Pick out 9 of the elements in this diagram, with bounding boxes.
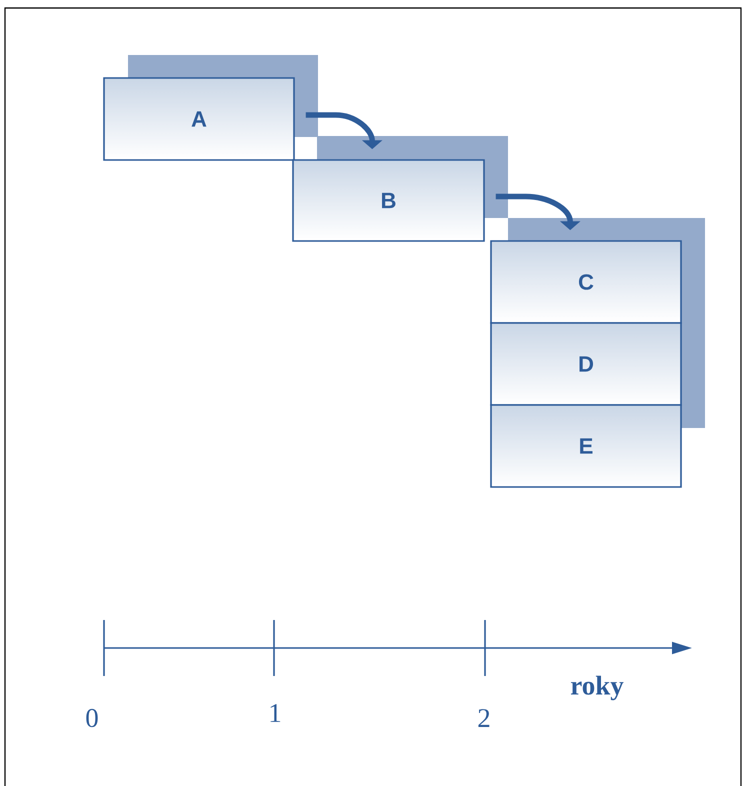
process-box: C [490,240,682,324]
process-box: D [490,322,682,406]
tick-label: 0 [86,708,98,728]
process-box: A [103,77,295,161]
process-box: B [292,159,485,242]
tick-label: 1 [270,704,280,722]
tick-label: 2 [478,709,490,727]
process-box: E [490,404,682,488]
axis-title: roky [570,676,624,700]
